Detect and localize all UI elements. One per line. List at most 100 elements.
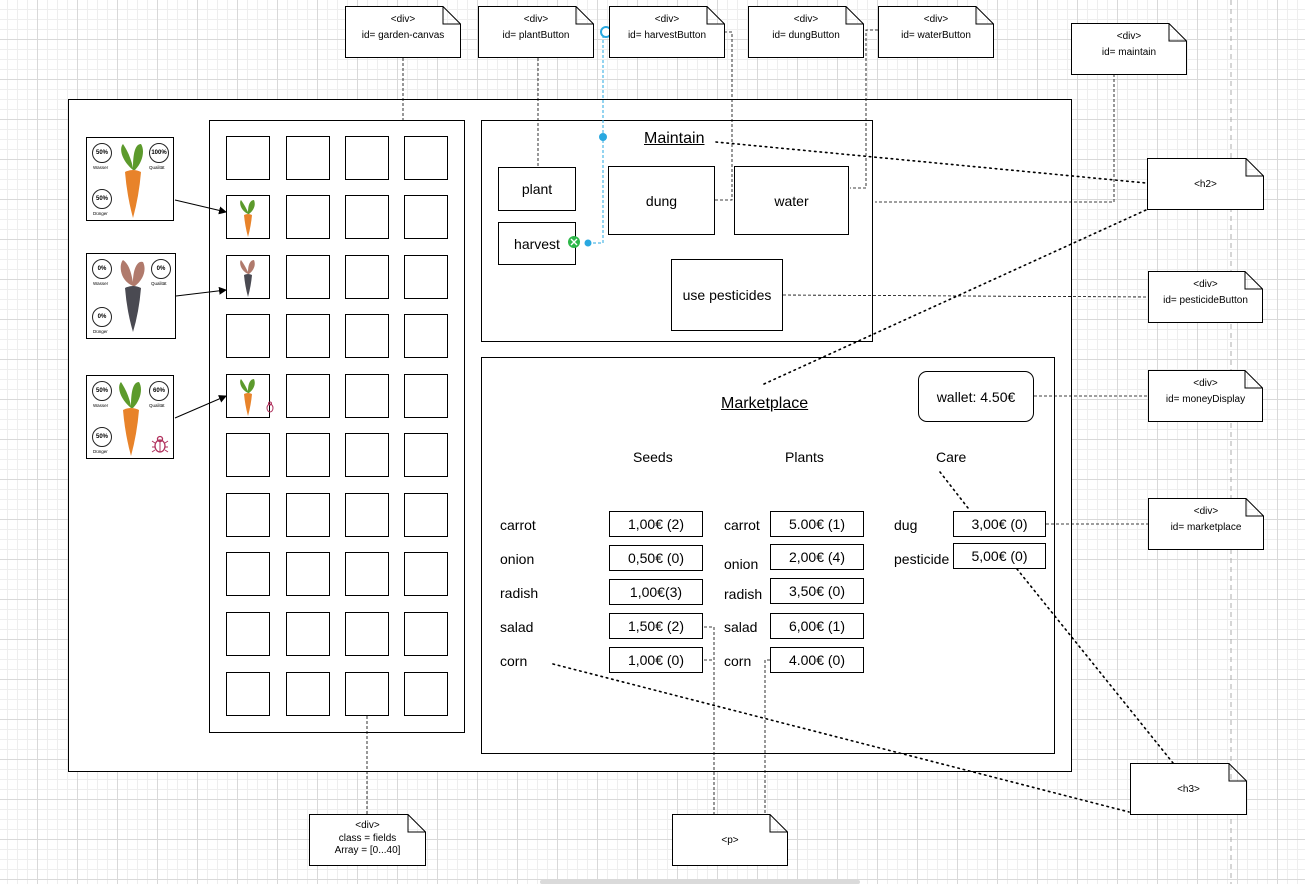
field-cell[interactable] [286,136,330,180]
care-price[interactable]: 3,00€ (0) [953,511,1046,537]
field-cell[interactable] [286,612,330,656]
water-label: Wasser [93,165,109,170]
note-id: id= garden-canvas [361,30,445,41]
field-cell[interactable] [286,255,330,299]
field-cell[interactable] [226,433,270,477]
field-cell[interactable] [404,195,448,239]
note-tag: <div> [1193,378,1218,389]
plant-name: onion [724,556,759,572]
field-cell[interactable] [286,433,330,477]
note-tag: <h2> [1194,179,1217,190]
note-maintain: <div>id= maintain [1071,23,1187,75]
field-cell[interactable] [404,552,448,596]
field-cell[interactable] [345,433,389,477]
field-cell[interactable] [286,493,330,537]
field-cell[interactable] [404,314,448,358]
field-cell[interactable] [345,493,389,537]
field-cell[interactable] [226,195,270,239]
note-tag: <h3> [1177,784,1200,795]
quality-stat: 100% [149,143,169,163]
harvest-button[interactable]: harvest [498,222,576,265]
field-plant-icon [235,258,261,303]
dung-label: Dünger [93,211,108,216]
note-id: id= moneyDisplay [1165,394,1246,405]
field-cell[interactable] [404,493,448,537]
plants-header: Plants [785,449,824,465]
wallet-display: wallet: 4.50€ [918,371,1034,422]
seed-name: corn [500,653,528,669]
field-cell[interactable] [226,314,270,358]
note-tag: <div> [1116,31,1142,42]
seed-price[interactable]: 1,50€ (2) [609,613,703,639]
field-cell[interactable] [226,672,270,716]
water-button[interactable]: water [734,166,849,235]
note-tag: <div> [355,820,380,831]
note-money-display: <div> id= moneyDisplay [1148,370,1263,422]
quality-label: Qualität [151,281,167,286]
seed-name: radish [500,585,539,601]
field-cell[interactable] [404,433,448,477]
pesticide-button[interactable]: use pesticides [671,259,783,331]
water-stat: 50% [92,143,112,163]
note-id: id= harvestButton [627,30,707,41]
field-cell[interactable] [226,374,274,418]
field-cell[interactable] [286,314,330,358]
field-cell[interactable] [226,136,270,180]
dead-carrot-icon [120,260,145,332]
field-cell[interactable] [286,195,330,239]
field-cell[interactable] [345,612,389,656]
field-cell[interactable] [286,374,330,418]
field-cell[interactable] [345,314,389,358]
seed-name: carrot [500,517,536,533]
seed-name: onion [500,551,535,567]
dung-button[interactable]: dung [608,166,715,235]
field-cell[interactable] [404,136,448,180]
seed-price[interactable]: 1,00€ (0) [609,647,703,673]
field-cell[interactable] [226,493,270,537]
plant-price[interactable]: 6,00€ (1) [770,613,864,639]
water-stat: 0% [92,259,112,279]
plant-price[interactable]: 5.00€ (1) [770,511,864,537]
field-cell[interactable] [404,255,448,299]
field-cell[interactable] [286,552,330,596]
field-cell[interactable] [404,374,448,418]
note-tag: <div> [1193,279,1218,290]
field-cell[interactable] [345,195,389,239]
horizontal-scrollbar[interactable] [540,880,860,884]
field-cell[interactable] [345,374,389,418]
plant-button[interactable]: plant [498,167,576,211]
field-cell[interactable] [345,255,389,299]
seed-price[interactable]: 1,00€(3) [609,579,703,605]
quality-stat: 0% [151,259,171,279]
plant-price[interactable]: 4.00€ (0) [770,647,864,673]
note-id: id= dungButton [772,30,840,41]
note-pesticide-button: <div> id= pesticideButton [1148,271,1263,323]
note-id: id= plantButton [502,30,570,41]
note-tag: <div> [523,14,549,25]
note-tag: <div> [654,14,680,25]
field-cell[interactable] [345,552,389,596]
field-cell[interactable] [286,672,330,716]
quality-stat: 60% [149,381,169,401]
field-cell[interactable] [404,612,448,656]
care-name: pesticide [894,551,950,567]
water-label: Wasser [93,403,109,408]
plant-price[interactable]: 2,00€ (4) [770,544,864,570]
field-cell[interactable] [345,672,389,716]
dung-label: Dünger [93,449,108,454]
field-cell[interactable] [226,612,270,656]
plant-name: corn [724,653,752,669]
plant-price[interactable]: 3,50€ (0) [770,578,864,604]
plant-name: carrot [724,517,760,533]
note-id: id= pesticideButton [1163,295,1248,306]
field-plant-icon [235,377,274,422]
seeds-header: Seeds [633,449,673,465]
note-id: id= marketplace [1170,522,1242,533]
field-cell[interactable] [345,136,389,180]
field-cell[interactable] [404,672,448,716]
seed-price[interactable]: 1,00€ (2) [609,511,703,537]
seed-price[interactable]: 0,50€ (0) [609,545,703,571]
field-cell[interactable] [226,255,270,299]
care-price[interactable]: 5,00€ (0) [953,543,1046,569]
field-cell[interactable] [226,552,270,596]
